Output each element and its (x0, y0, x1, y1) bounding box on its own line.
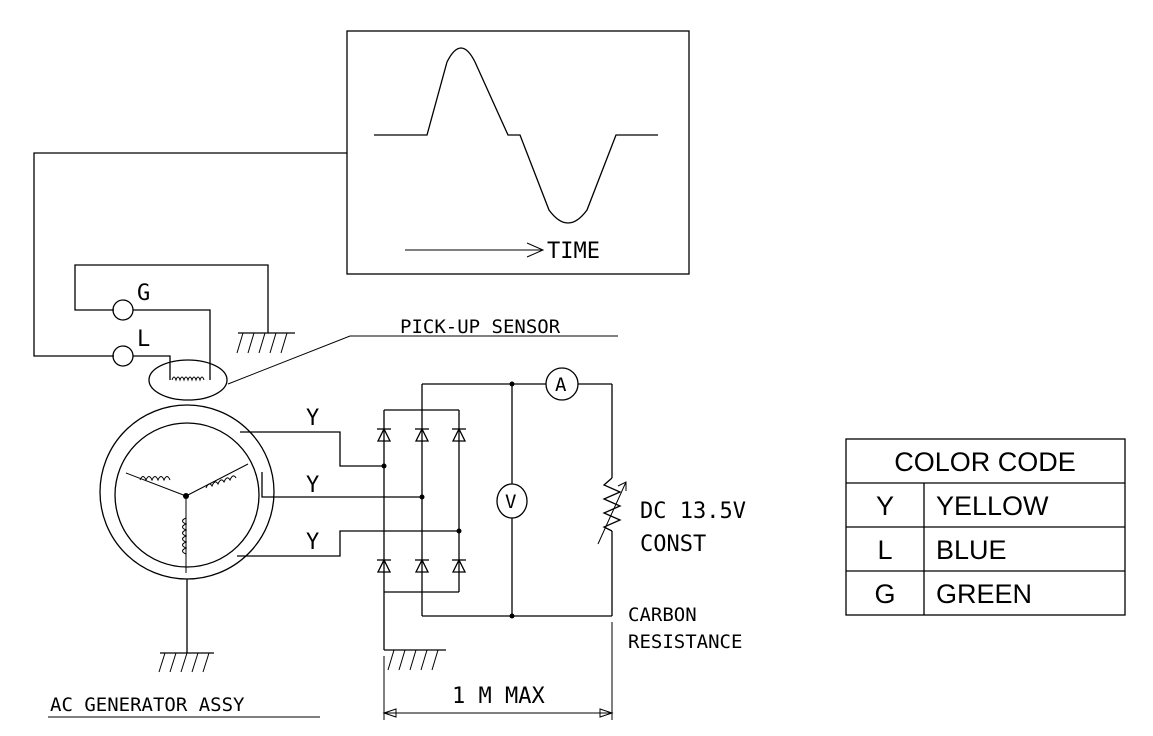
sensor-leader (227, 335, 618, 385)
color-code-row1-color: YELLOW (936, 491, 1049, 521)
generator-housing-icon (99, 404, 275, 580)
phase-y2-label: Y (306, 473, 319, 498)
sensor-label: PICK-UP SENSOR (400, 316, 561, 338)
phase-y3-label: Y (306, 530, 319, 555)
dimension-label: 1 M MAX (452, 684, 545, 709)
pickup-sensor-icon (148, 359, 228, 401)
carbon-resistor-icon (602, 477, 622, 532)
length-dimension: 1 M MAX (382, 622, 614, 720)
resistance-label-2: RESISTANCE (628, 631, 742, 653)
terminal-l-label: L (137, 327, 150, 352)
generator-stator-icon (114, 422, 260, 568)
voltmeter-icon (496, 483, 528, 519)
color-code-row3-code: G (874, 579, 895, 609)
color-code-row3-color: GREEN (936, 579, 1032, 609)
color-code-table: COLOR CODE Y YELLOW L BLUE G GREEN (845, 438, 1126, 616)
time-label: TIME (547, 239, 600, 264)
load-voltage-label: DC 13.5V (640, 499, 746, 524)
sensor-wiring: G L PICK-UP SENSOR (74, 264, 618, 401)
phase-y1-label: Y (306, 406, 319, 431)
scope-lead (33, 152, 347, 357)
color-code-row2-color: BLUE (936, 535, 1007, 565)
color-code-title: COLOR CODE (894, 447, 1076, 477)
load-mode-label: CONST (640, 532, 706, 557)
waveform (374, 47, 658, 224)
dc-output: A V DC 13.5V CONST CARBON RESISTANCE (383, 367, 746, 671)
resistance-label-1: CARBON (628, 604, 697, 626)
generator-label: AC GENERATOR ASSY (50, 694, 245, 716)
color-code-row2-code: L (877, 535, 892, 565)
terminal-g-icon (112, 299, 134, 321)
oscilloscope: TIME (346, 30, 690, 275)
time-arrow-head (526, 242, 545, 258)
ammeter-label: A (555, 374, 567, 396)
ammeter-icon (545, 367, 579, 401)
terminal-l-icon (112, 345, 134, 367)
rectifier-bridge (376, 384, 467, 593)
oscilloscope-frame (346, 30, 690, 275)
terminal-g-label: G (137, 281, 150, 306)
sensor-coil-icon (171, 376, 205, 382)
color-code-row1-code: Y (876, 491, 894, 521)
ac-generator: AC GENERATOR ASSY (48, 404, 320, 718)
voltmeter-label: V (505, 491, 516, 513)
phase-leads: Y Y Y (237, 406, 459, 557)
